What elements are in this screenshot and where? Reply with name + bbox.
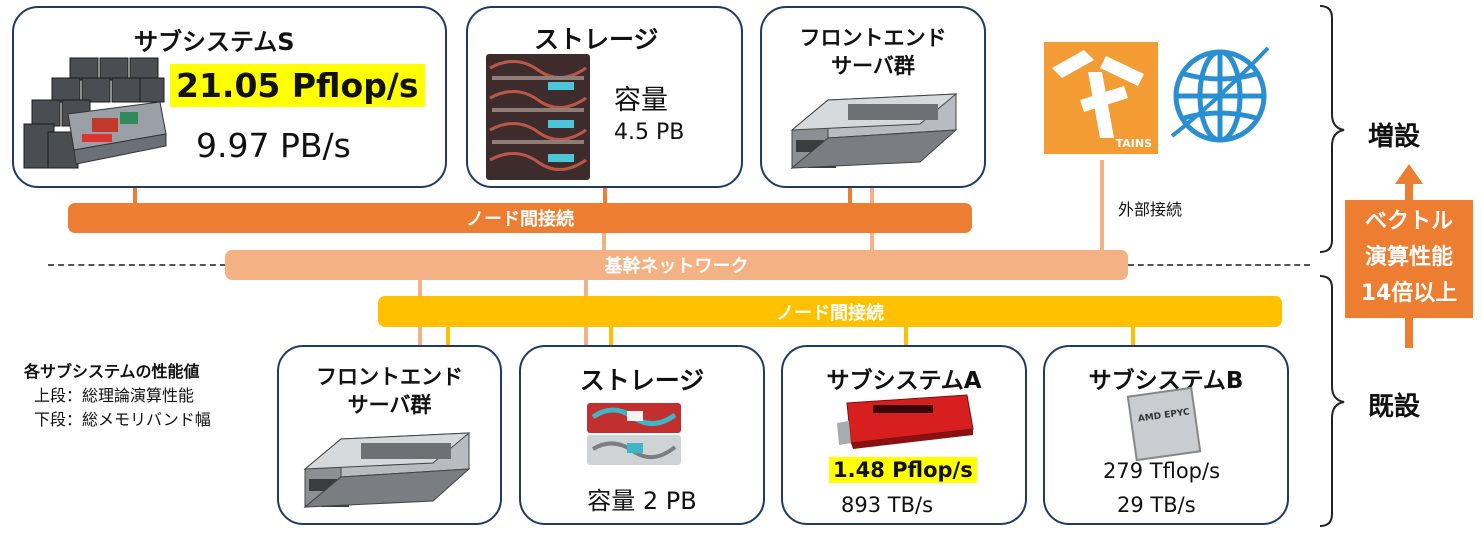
storage-expansion-capacity-value: 4.5 PB	[614, 120, 685, 145]
tains-logo-mark	[1052, 50, 1144, 138]
frontend-expansion-title-line1: フロントエンド	[799, 26, 947, 50]
callout-line2: 演算性能	[1364, 245, 1453, 270]
subsystem-a-perf: 1.48 Pflop/s	[829, 457, 977, 483]
legend-line1: 上段：総理論演算性能	[34, 386, 195, 405]
cpu-chip-label: AMD EPYC	[1137, 407, 1191, 425]
node-interconnect-bar-expansion: ノード間接続	[68, 203, 972, 233]
storage-existing-capacity: 容量 2 PB	[587, 487, 697, 515]
frontend-existing-box: フロントエンド サーバ群	[277, 345, 502, 525]
tains-logo-text: TAINS	[1115, 137, 1152, 150]
storage-array-icon	[587, 403, 681, 465]
node-interconnect-label: ノード間接続	[466, 209, 574, 230]
subsystem-a-box: サブシステムA 1.48 Pflop/s 893 TB/s	[781, 345, 1027, 525]
node-interconnect-label: ノード間接続	[776, 302, 884, 324]
tains-logo: TAINS	[1044, 42, 1158, 154]
separator-right	[1128, 264, 1310, 266]
server-chassis-icon	[303, 432, 471, 509]
subsystem-b-perf: 279 Tflop/s	[1103, 459, 1221, 483]
subsystem-b-bandwidth: 29 TB/s	[1117, 493, 1196, 517]
connector-line	[446, 326, 450, 346]
node-interconnect-bar-existing: ノード間接続	[378, 296, 1282, 327]
subsystem-s-bandwidth: 9.97 PB/s	[196, 126, 351, 165]
frontend-existing-title-line1: フロントエンド	[316, 365, 463, 389]
legend-line2: 下段：総メモリバンド幅	[34, 410, 211, 429]
connector-line	[1131, 326, 1135, 346]
callout-line1: ベクトル	[1364, 209, 1453, 234]
existing-bracket	[1319, 275, 1345, 527]
server-chassis-icon	[790, 93, 958, 170]
existing-label: 既設	[1368, 392, 1421, 422]
subsystem-b-box: サブシステムB AMD EPYC 279 Tflop/s 29 TB/s	[1043, 345, 1289, 525]
expansion-bracket	[1319, 5, 1345, 253]
frontend-expansion-box: フロントエンド サーバ群	[760, 6, 986, 188]
separator-left	[48, 264, 226, 266]
up-arrow-icon	[1395, 164, 1423, 348]
storage-expansion-box: ストレージ 容量 4.5 PB	[466, 6, 743, 188]
connector-line	[848, 186, 852, 206]
server-rack-icon	[23, 57, 167, 169]
storage-array-icon	[486, 54, 590, 180]
connector-line	[133, 186, 137, 206]
subsystem-a-bandwidth: 893 TB/s	[841, 493, 934, 517]
subsystem-a-title: サブシステムA	[826, 368, 982, 394]
callout-line3: 14倍以上	[1360, 281, 1458, 306]
storage-expansion-capacity-label: 容量	[614, 85, 668, 116]
external-connection-label: 外部接続	[1118, 200, 1183, 219]
connector-line	[603, 186, 607, 206]
subsystem-s-perf: 21.05 Pflop/s	[170, 64, 425, 107]
backbone-network-bar: 基幹ネットワーク	[225, 250, 1128, 280]
connector-line	[904, 326, 908, 346]
connector-line	[602, 230, 606, 250]
frontend-expansion-title-line2: サーバ群	[831, 54, 915, 78]
globe-icon	[1170, 46, 1270, 143]
frontend-existing-title-line2: サーバ群	[347, 393, 432, 417]
vector-performance-callout: ベクトル 演算性能 14倍以上	[1345, 200, 1473, 318]
legend-title: 各サブシステムの性能値	[24, 362, 200, 381]
expansion-label: 増設	[1368, 122, 1421, 152]
storage-existing-box: ストレージ 容量 2 PB	[519, 345, 765, 525]
connector-line	[609, 326, 613, 346]
cpu-chip-icon: AMD EPYC	[1126, 386, 1202, 462]
storage-expansion-title: ストレージ	[534, 25, 659, 54]
subsystem-s-title: サブシステムS	[134, 28, 295, 56]
connector-line	[1100, 160, 1104, 250]
backbone-network-label: 基幹ネットワーク	[604, 256, 749, 277]
subsystem-s-box: サブシステムS 21.05 Pflop/s 9.97 PB/s	[12, 6, 447, 188]
vector-engine-card-icon	[837, 394, 974, 449]
storage-existing-title: ストレージ	[579, 366, 705, 395]
